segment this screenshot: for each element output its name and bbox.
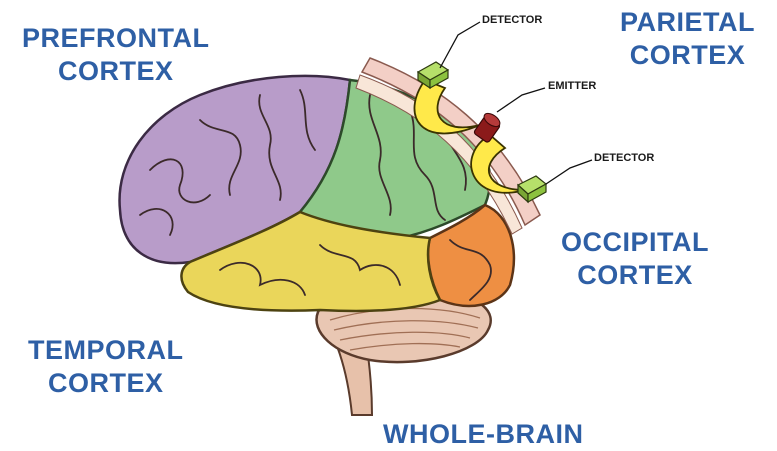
occipital-line-2: CORTEX <box>561 259 709 292</box>
occipital-cortex-label: OCCIPITAL CORTEX <box>561 226 709 292</box>
parietal-line-2: CORTEX <box>620 39 755 72</box>
detector-bottom-callout: DETECTOR <box>594 152 654 164</box>
temporal-cortex-label: TEMPORAL CORTEX <box>28 334 184 400</box>
emitter-callout: EMITTER <box>548 80 596 92</box>
prefrontal-line-2: CORTEX <box>22 55 210 88</box>
callout-line-emitter <box>497 88 545 112</box>
temporal-line-1: TEMPORAL <box>28 334 184 367</box>
detector-top-callout: DETECTOR <box>482 14 542 26</box>
parietal-line-1: PARIETAL <box>620 6 755 39</box>
prefrontal-line-1: PREFRONTAL <box>22 22 210 55</box>
temporal-line-2: CORTEX <box>28 367 184 400</box>
whole-brain-label: WHOLE-BRAIN <box>383 418 583 451</box>
parietal-cortex-label: PARIETAL CORTEX <box>620 6 755 72</box>
occipital-line-1: OCCIPITAL <box>561 226 709 259</box>
callout-line-detector-bottom <box>546 160 592 184</box>
callout-line-detector-top <box>440 22 480 68</box>
prefrontal-cortex-label: PREFRONTAL CORTEX <box>22 22 210 88</box>
